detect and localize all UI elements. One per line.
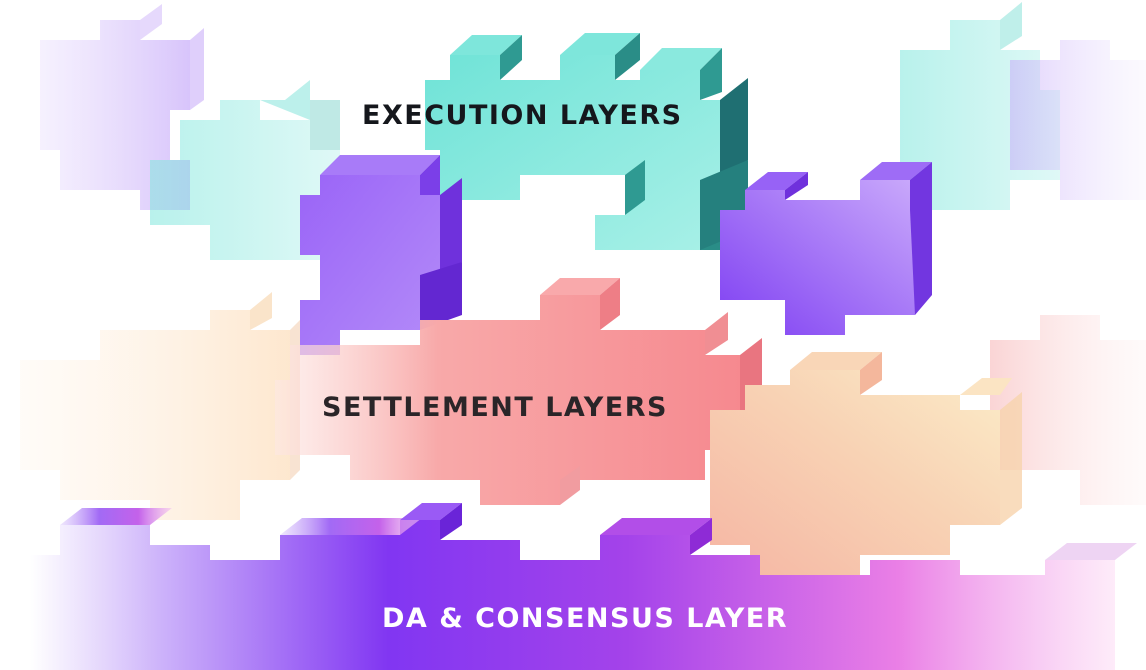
purple-block-left xyxy=(300,155,462,355)
cream-block-left xyxy=(20,292,300,520)
peach-block-right xyxy=(710,352,1022,580)
teal-block-left xyxy=(150,80,340,260)
settlement-layers-label: SETTLEMENT LAYERS xyxy=(322,392,668,423)
teal-block-main xyxy=(425,33,748,250)
purple-block-right xyxy=(720,162,932,335)
da-consensus-layer-label: DA & CONSENSUS LAYER xyxy=(382,603,789,634)
da-consensus-block xyxy=(30,503,1137,670)
execution-layers-label: EXECUTION LAYERS xyxy=(362,100,683,131)
lavender-block-right xyxy=(1010,40,1146,200)
pink-block-right xyxy=(990,315,1146,505)
